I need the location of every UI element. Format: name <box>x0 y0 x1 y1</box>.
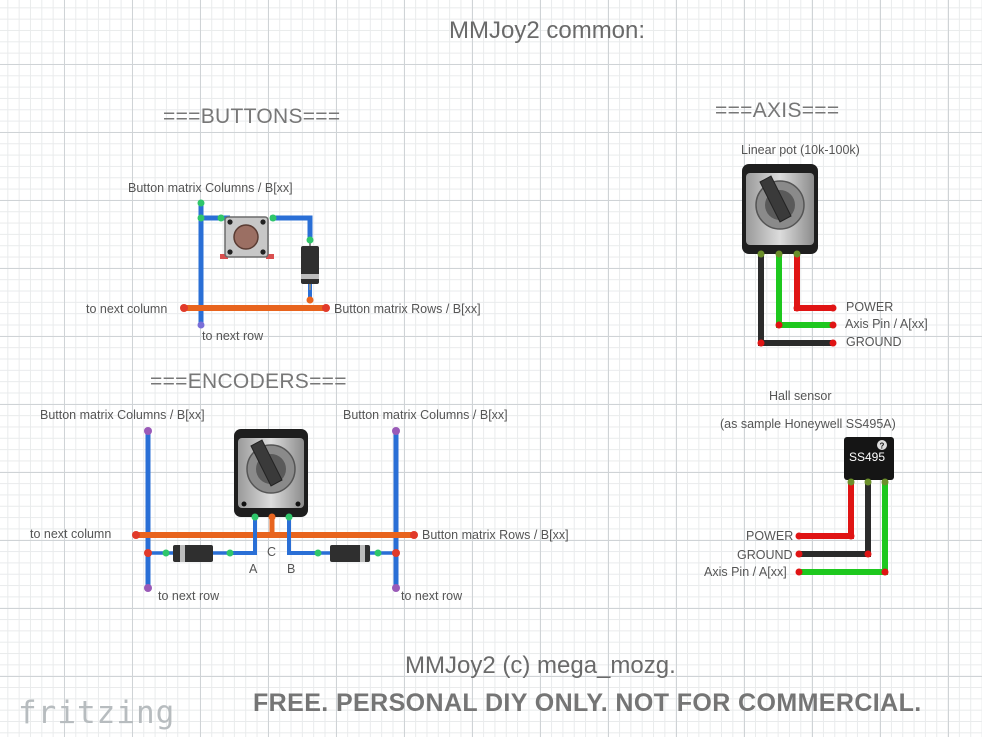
pin-a-wire <box>230 517 257 555</box>
linear-pot-circuit <box>742 164 837 347</box>
encoder-circuit <box>132 427 418 592</box>
push-button <box>220 216 274 259</box>
copyright-text: MMJoy2 (c) mega_mozg. <box>405 652 676 679</box>
buttons-heading: ===BUTTONS=== <box>163 105 341 128</box>
encoders-next-column-label: to next column <box>30 527 112 541</box>
right-diode <box>330 545 370 562</box>
pin-b-wire <box>287 517 318 555</box>
encoders-rows-label: Button matrix Rows / B[xx] <box>422 528 569 542</box>
hall-ground-label: GROUND <box>737 548 793 562</box>
button-matrix-circuit <box>180 199 330 329</box>
encoders-heading: ===ENCODERS=== <box>150 370 347 393</box>
rotary-encoder <box>234 429 308 517</box>
hall-sample-label: (as sample Honeywell SS495A) <box>720 417 896 431</box>
page-title: MMJoy2 common: <box>449 17 646 44</box>
encoders-columns-label-left: Button matrix Columns / B[xx] <box>40 408 205 422</box>
encoders-next-row-label-right: to next row <box>401 589 463 603</box>
pot-power-wire <box>794 251 836 311</box>
hall-sensor-chip: ? SS495 <box>844 437 894 480</box>
encoder-pin-a-label: A <box>249 562 258 576</box>
encoder-pin-b-label: B <box>287 562 296 576</box>
fritzing-logo: fritzing <box>18 695 176 731</box>
button-to-diode-wire <box>270 215 313 240</box>
hall-axis-wire <box>796 479 888 575</box>
encoders-columns-label-right: Button matrix Columns / B[xx] <box>343 408 508 422</box>
diode <box>301 238 319 290</box>
encoders-next-row-label-left: to next row <box>158 589 220 603</box>
pot-label: Linear pot (10k-100k) <box>741 143 860 157</box>
svg-text:?: ? <box>880 442 885 451</box>
left-diode <box>173 545 213 562</box>
hall-axis-label: Axis Pin / A[xx] <box>704 565 787 579</box>
pot-power-label: POWER <box>846 300 894 314</box>
hall-ground-wire <box>796 479 871 557</box>
license-text: FREE. PERSONAL DIY ONLY. NOT FOR COMMERC… <box>253 689 922 717</box>
hall-chip-label: SS495 <box>849 450 885 464</box>
pot-ground-label: GROUND <box>846 335 902 349</box>
linear-pot <box>742 164 818 254</box>
hall-power-label: POWER <box>746 529 794 543</box>
buttons-columns-label: Button matrix Columns / B[xx] <box>128 181 293 195</box>
buttons-rows-label: Button matrix Rows / B[xx] <box>334 302 481 316</box>
pot-axis-wire <box>776 251 836 328</box>
buttons-next-row-label: to next row <box>202 329 264 343</box>
buttons-next-column-label: to next column <box>86 302 168 316</box>
hall-sensor-circuit: ? SS495 <box>795 437 894 576</box>
encoder-pin-c-label: C <box>267 545 277 559</box>
pot-axis-label: Axis Pin / A[xx] <box>845 317 928 331</box>
axis-heading: ===AXIS=== <box>715 99 840 122</box>
hall-power-wire <box>796 479 854 539</box>
hall-sensor-label: Hall sensor <box>769 389 832 403</box>
